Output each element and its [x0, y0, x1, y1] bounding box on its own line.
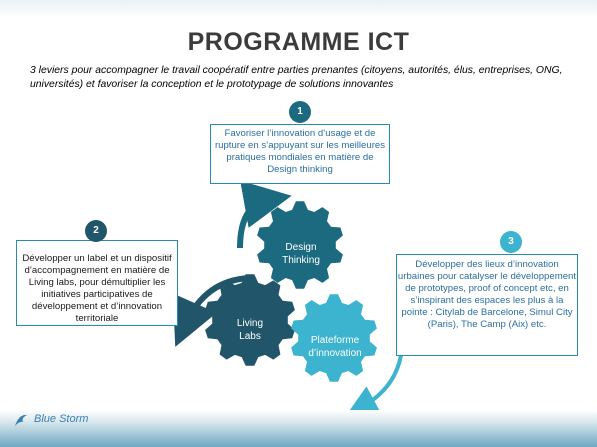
arrow-top: [237, 180, 292, 249]
blue-storm-logo-icon: [15, 414, 27, 426]
gear-dt-shape: [257, 201, 343, 289]
gear-label-living-labs: Living Labs: [236, 318, 264, 342]
footer-band: [0, 410, 597, 447]
slide-title: PROGRAMME ICT: [187, 28, 410, 56]
gear-pi-shape: [291, 294, 377, 382]
lever-box-2: Développer un label et un dispositif d’a…: [16, 240, 178, 326]
gear-label-design-thinking: Design Thinking: [282, 242, 320, 266]
lever-text-3: Développer des lieux d’innovation urbain…: [397, 259, 577, 330]
lever-box-1: Favoriser l’innovation d’usage et de rup…: [210, 124, 390, 184]
gear-label-plateforme: Plateforme d’innovation: [308, 335, 362, 359]
footer-logo-text: Blue Storm: [34, 413, 89, 425]
lever-badge-3: 3: [500, 231, 522, 253]
lever-text-1: Favoriser l’innovation d’usage et de rup…: [214, 128, 386, 175]
lever-badge-1: 1: [289, 101, 311, 123]
gear-plateforme: [291, 294, 377, 382]
gear-living-labs: [205, 274, 295, 366]
header-band: [0, 0, 597, 18]
arrow-left: [172, 275, 251, 347]
slide-subtitle: 3 leviers pour accompagner le travail co…: [30, 65, 563, 90]
lever-text-2: Développer un label et un dispositif d’a…: [22, 253, 172, 324]
lever-box-3: Développer des lieux d’innovation urbain…: [396, 254, 578, 356]
gear-design-thinking: [257, 201, 343, 289]
gear-ll-shape: [205, 274, 295, 366]
lever-badge-2: 2: [85, 220, 107, 242]
